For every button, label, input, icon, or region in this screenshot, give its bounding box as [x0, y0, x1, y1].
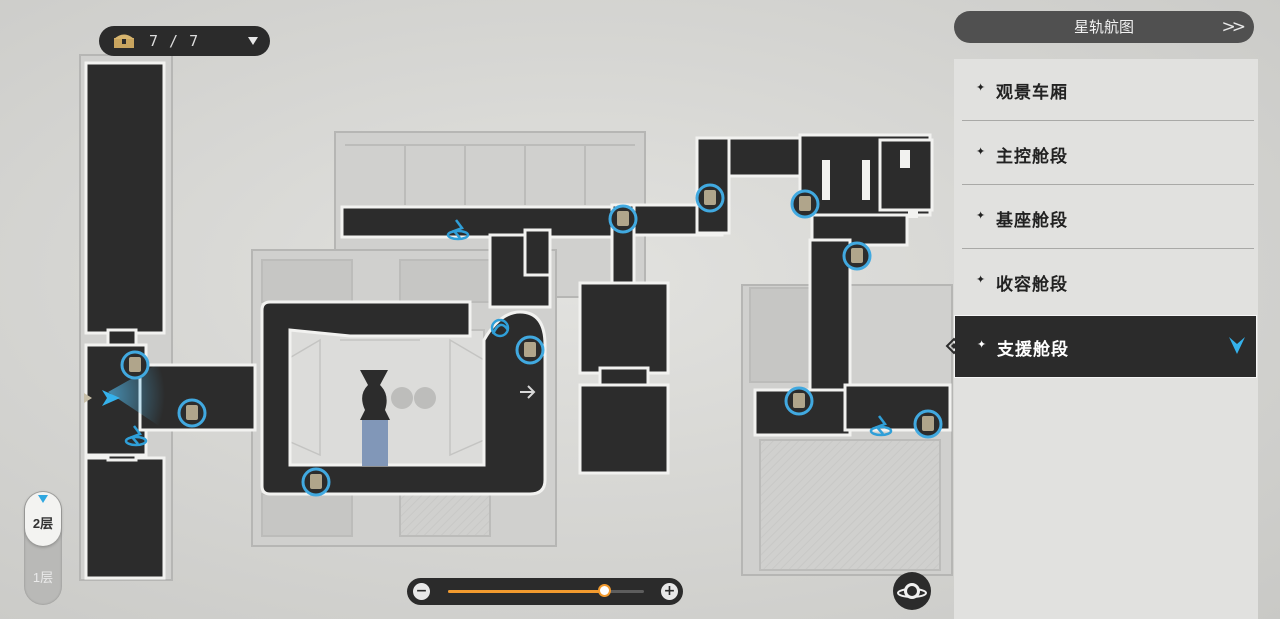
divider — [962, 248, 1254, 249]
space-anchor-icon — [869, 415, 893, 437]
current-location-marker-icon — [1229, 337, 1245, 354]
warp-trotter-icon — [608, 204, 638, 234]
warp-trotter-icon — [790, 189, 820, 219]
star-bullet-icon: ✦ — [976, 145, 986, 158]
floor-option-inactive[interactable]: 1层 — [32, 570, 54, 585]
warp-trotter-icon — [120, 350, 150, 380]
player-direction-icon — [102, 390, 120, 406]
region-label: 收容舱段 — [996, 275, 1068, 295]
chest-count-text: 7 / 7 — [149, 32, 200, 50]
central-statue — [360, 370, 536, 466]
region-item-active[interactable]: ✦ 支援舱段 — [954, 315, 1257, 378]
panel-title: 星轨航图 — [1073, 18, 1134, 36]
current-floor-marker-icon — [38, 495, 48, 503]
floor-option-active[interactable]: 2层 — [25, 492, 61, 546]
warp-trotter-icon — [695, 183, 725, 213]
star-bullet-icon: ✦ — [976, 81, 986, 94]
divider — [962, 120, 1254, 121]
divider — [962, 184, 1254, 185]
double-chevron-right-icon: >> — [1221, 17, 1246, 37]
zoom-slider-handle[interactable] — [597, 584, 611, 597]
region-item[interactable]: ✦ 基座舱段 — [954, 187, 1254, 249]
warp-trotter-icon — [913, 409, 943, 439]
floor-label-active: 2层 — [32, 516, 54, 531]
zoom-slider-fill — [448, 590, 605, 593]
warp-trotter-icon — [515, 335, 545, 365]
region-label: 支援舱段 — [997, 340, 1069, 360]
space-anchor-markers — [124, 219, 893, 447]
warp-trotter-icon — [842, 241, 872, 271]
region-item[interactable]: ✦ 收容舱段 — [954, 251, 1254, 313]
selection-cursor-icon — [945, 337, 963, 355]
region-item[interactable]: ✦ 观景车厢 — [954, 59, 1254, 121]
treasure-chest-counter[interactable]: 7 / 7 — [99, 26, 270, 56]
warp-trotter-markers — [120, 183, 943, 497]
star-bullet-icon: ✦ — [976, 209, 986, 222]
zoom-out-icon[interactable]: − — [413, 583, 430, 600]
star-bullet-icon: ✦ — [977, 338, 987, 351]
region-label: 基座舱段 — [996, 211, 1068, 231]
warp-trotter-icon — [301, 467, 331, 497]
region-label: 观景车厢 — [996, 83, 1068, 103]
space-anchor-icon — [124, 425, 148, 447]
space-anchor-icon — [446, 219, 470, 241]
star-bullet-icon: ✦ — [976, 273, 986, 286]
warp-trotter-icon — [177, 398, 207, 428]
planet-button[interactable] — [893, 572, 931, 610]
station-map[interactable] — [0, 0, 954, 619]
dropdown-caret-icon[interactable] — [248, 37, 258, 45]
zoom-in-icon[interactable]: + — [661, 583, 678, 600]
treasure-chest-icon — [114, 34, 134, 48]
region-label: 主控舱段 — [996, 147, 1068, 167]
zoom-control[interactable]: − + — [407, 578, 683, 605]
zoom-slider[interactable] — [448, 584, 644, 597]
planet-icon — [897, 583, 927, 599]
space-anchor-icon — [490, 318, 510, 338]
star-rail-map-button[interactable]: 星轨航图 >> — [954, 11, 1254, 43]
floor-selector[interactable]: 2层 1层 — [24, 491, 62, 605]
warp-trotter-icon — [784, 386, 814, 416]
region-item[interactable]: ✦ 主控舱段 — [954, 123, 1254, 185]
